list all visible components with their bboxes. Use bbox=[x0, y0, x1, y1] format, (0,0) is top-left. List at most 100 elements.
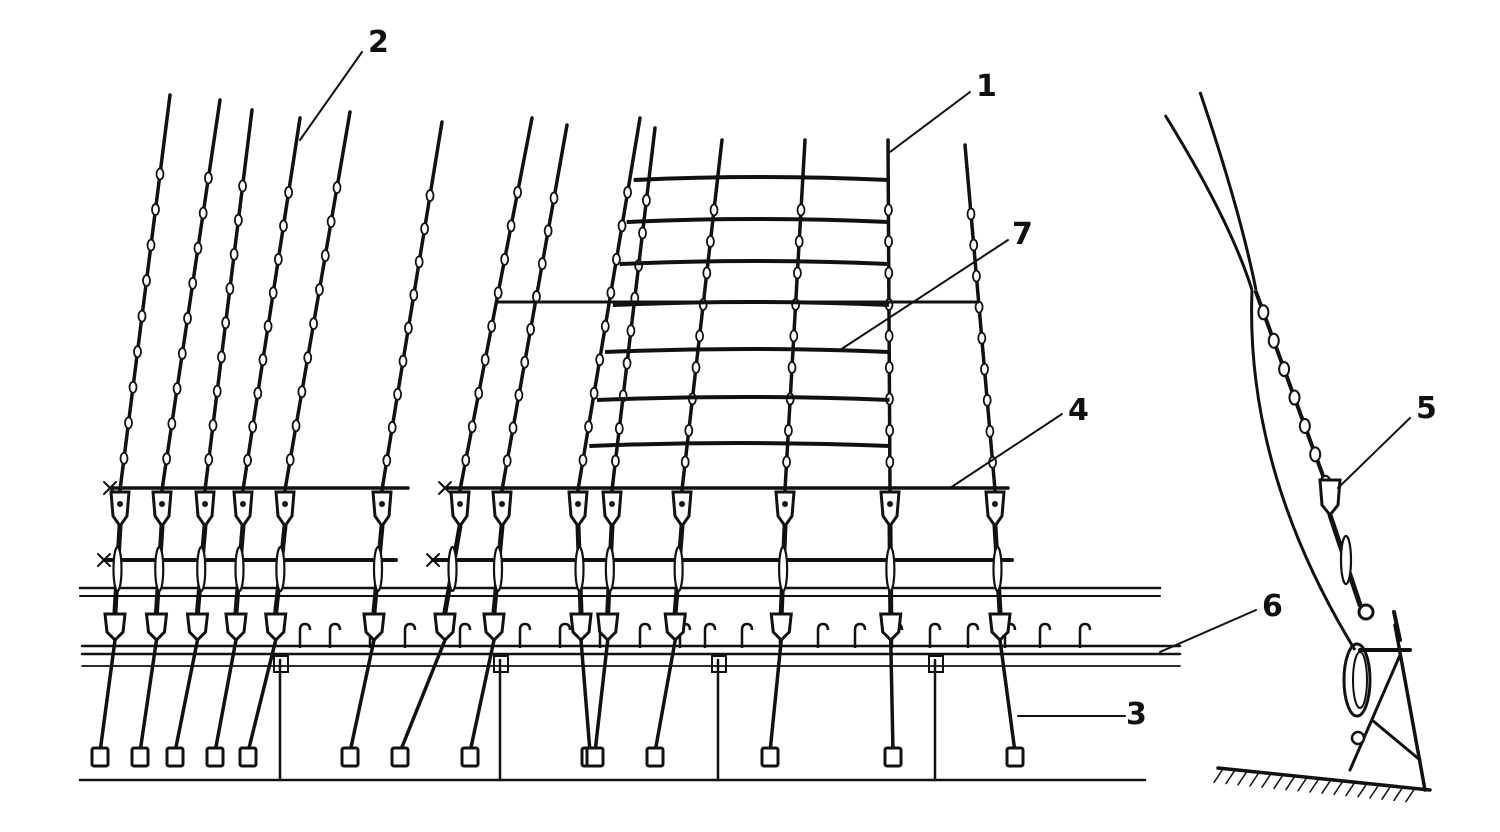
belaying-pin bbox=[298, 622, 312, 648]
leader-5 bbox=[1337, 417, 1411, 489]
shroud-seizing bbox=[208, 418, 218, 432]
deadeye-upper bbox=[601, 490, 623, 529]
shroud-seizing bbox=[614, 422, 624, 435]
shroud-seizing bbox=[513, 185, 522, 199]
shroud-seizing bbox=[297, 385, 307, 399]
shroud-seizing bbox=[638, 226, 647, 240]
deadeye-hole bbox=[159, 501, 165, 507]
chain-plate-foot bbox=[90, 746, 110, 768]
shroud-seizing bbox=[461, 453, 471, 467]
shroud-seizing bbox=[225, 282, 235, 296]
side-deck-hatch bbox=[1369, 785, 1379, 799]
belaying-pin bbox=[1078, 622, 1092, 648]
shroud-seizing bbox=[198, 206, 208, 220]
shroud-seizing bbox=[167, 417, 177, 431]
deadeye-hole bbox=[202, 501, 208, 507]
shroud-seizing bbox=[142, 274, 151, 288]
deadeye-upper bbox=[879, 490, 901, 529]
chain-plate-foot bbox=[460, 746, 480, 768]
shroud-seizing bbox=[684, 424, 694, 437]
turnbuckle-body bbox=[574, 545, 585, 593]
side-ring bbox=[1357, 603, 1375, 621]
shroud-seizing bbox=[172, 382, 182, 396]
ratline bbox=[633, 175, 889, 182]
side-view-group bbox=[1163, 91, 1432, 803]
deadeye-lower bbox=[769, 612, 793, 643]
callout-label-3: 3 bbox=[1126, 697, 1147, 732]
deadeye-lower bbox=[185, 612, 210, 643]
pole-end-mark bbox=[438, 481, 452, 495]
turnbuckle-body bbox=[275, 545, 286, 593]
belaying-pin bbox=[740, 622, 754, 648]
belaying-pin bbox=[1038, 622, 1052, 648]
belaying-pin bbox=[518, 622, 532, 648]
shroud-seizing bbox=[884, 361, 894, 374]
turnbuckle-body bbox=[447, 545, 458, 593]
shroud-seizing bbox=[884, 235, 893, 248]
deadeye-upper bbox=[449, 490, 471, 529]
shroud-seizing bbox=[584, 420, 593, 434]
shroud-seizing bbox=[212, 384, 222, 398]
deadeye-lower bbox=[663, 612, 687, 643]
callout-label-2: 2 bbox=[368, 25, 389, 60]
deadeye-lower bbox=[362, 612, 386, 643]
shroud-seizing bbox=[315, 283, 324, 297]
shroud-seizing bbox=[320, 249, 330, 263]
shroud-seizing bbox=[500, 252, 510, 266]
deadeye-lower bbox=[482, 612, 506, 643]
deadeye-upper bbox=[567, 490, 589, 529]
shroud-seizing bbox=[204, 453, 214, 467]
shroud-seizing bbox=[183, 311, 192, 325]
deadeye-upper bbox=[194, 490, 216, 529]
side-deck-hatch bbox=[1333, 781, 1343, 796]
belaying-pin bbox=[703, 622, 717, 648]
callout-label-1: 1 bbox=[976, 69, 997, 104]
shroud-seizing bbox=[137, 309, 147, 323]
turnbuckle-body bbox=[992, 545, 1003, 593]
leader-6 bbox=[1159, 609, 1257, 653]
side-deadeye bbox=[1318, 478, 1342, 518]
side-brace bbox=[1348, 653, 1402, 772]
turnbuckle-body bbox=[234, 545, 245, 593]
shroud-seizing bbox=[268, 286, 278, 300]
shroud-seizing bbox=[787, 361, 797, 374]
ratline bbox=[604, 347, 890, 354]
shroud-seizing bbox=[695, 329, 704, 343]
deadeye-hole bbox=[117, 501, 123, 507]
deadeye-hole bbox=[887, 501, 893, 507]
belaying-pin bbox=[403, 622, 417, 648]
turnbuckle-body bbox=[492, 545, 504, 593]
shroud-seizing bbox=[151, 203, 160, 216]
deadeye-hole bbox=[992, 501, 998, 507]
chain-plate bbox=[173, 638, 200, 754]
shroud-seizing bbox=[977, 331, 987, 345]
belaying-pin bbox=[853, 622, 867, 648]
shroud-seizing bbox=[258, 353, 268, 367]
deadeye-lower bbox=[224, 612, 248, 643]
shroud-seizing bbox=[253, 386, 263, 400]
side-deck-hatch bbox=[1405, 788, 1415, 803]
turnbuckle-body bbox=[154, 545, 165, 593]
shroud-rope bbox=[380, 120, 444, 492]
side-deck-hatch bbox=[1357, 784, 1367, 798]
shroud-seizing bbox=[502, 454, 512, 468]
side-deck-hatch bbox=[1381, 786, 1391, 800]
shroud-seizing bbox=[600, 319, 610, 333]
shroud-seizing bbox=[508, 421, 518, 435]
stanchion-bracket bbox=[711, 655, 727, 673]
shroud-seizing bbox=[520, 355, 530, 369]
shroud-seizing bbox=[595, 353, 605, 367]
belaying-pin bbox=[638, 622, 652, 648]
chain-plate bbox=[98, 638, 117, 754]
side-knee bbox=[1370, 718, 1422, 762]
shroud-seizing bbox=[119, 451, 129, 465]
shroud-seizing bbox=[789, 329, 799, 343]
shroud-rope bbox=[886, 138, 892, 492]
shroud-seizing bbox=[193, 241, 203, 255]
shroud-seizing bbox=[622, 356, 632, 370]
deadeye-hole bbox=[240, 501, 246, 507]
shroud-seizing bbox=[884, 203, 893, 217]
deadeye-lower bbox=[264, 612, 288, 643]
